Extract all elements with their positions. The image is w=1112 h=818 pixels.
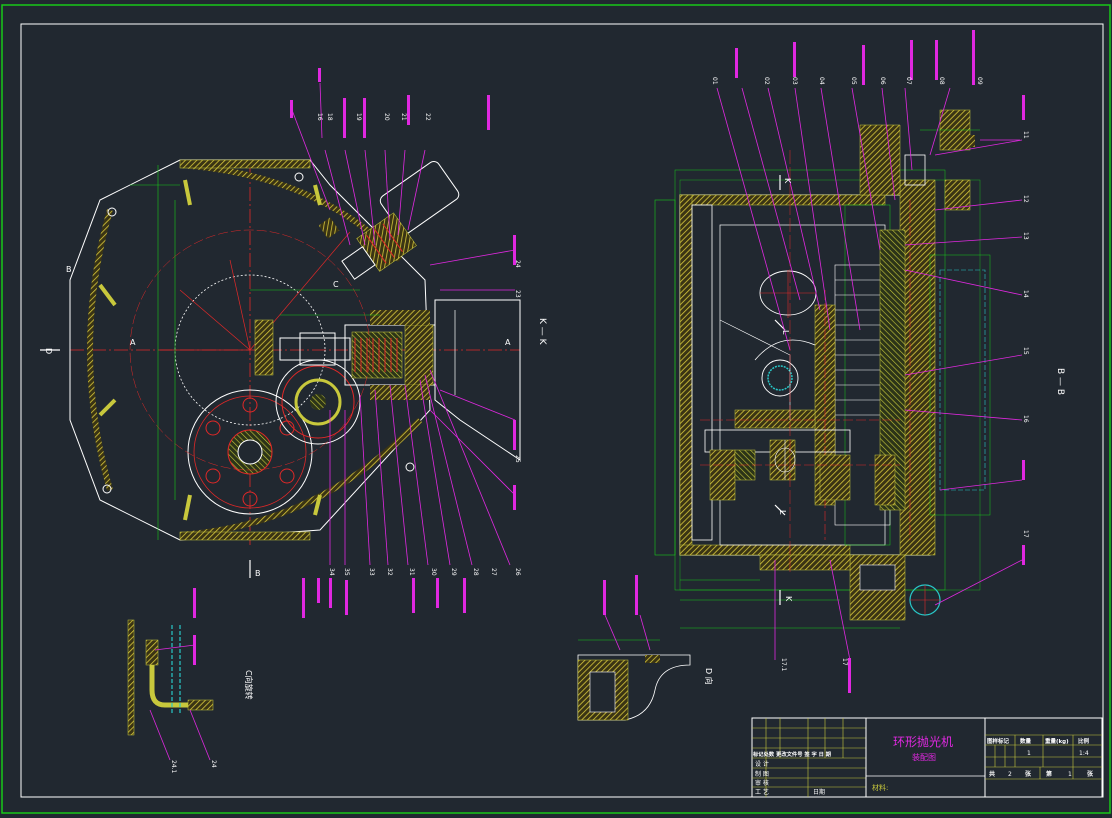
sheet-no-prefix: 第 <box>1045 770 1052 778</box>
right-callout-14: 14 <box>1022 290 1029 298</box>
bottom-callout-17-1: 17.1 <box>780 658 787 672</box>
header-stage: 图样标记 <box>987 737 1010 745</box>
left-callout-33: 33 <box>368 568 375 576</box>
outer-frame <box>1 4 1111 814</box>
title-block <box>751 717 1103 798</box>
view-label-detail-c: C向旋转 <box>244 670 254 700</box>
left-callout-32: 32 <box>386 568 393 576</box>
right-callout-01: 01 <box>711 77 718 85</box>
right-callout-07: 07 <box>905 77 912 85</box>
detail-callout-24-1: 24.1 <box>170 760 177 774</box>
sheet-unit-2: 张 <box>1087 770 1094 778</box>
left-callout-21: 21 <box>400 113 407 121</box>
date-label: 日期 <box>813 788 825 796</box>
right-callout-15: 15 <box>1022 347 1029 355</box>
right-callout-05: 05 <box>850 77 857 85</box>
right-callout-04: 04 <box>818 77 825 85</box>
right-callout-09: 09 <box>976 77 983 85</box>
section-mark-a-left: A <box>130 338 136 347</box>
section-mark-b-left: B <box>66 265 72 274</box>
header-scale: 比例 <box>1078 737 1090 745</box>
left-callout-16: 16 <box>316 113 323 121</box>
right-callout-08: 08 <box>938 77 945 85</box>
view-label-bb: B — B <box>1055 368 1065 395</box>
role-process: 工 艺 <box>755 788 769 796</box>
section-mark-k-top: K <box>783 178 792 184</box>
header-weight: 重量(kg) <box>1045 737 1069 745</box>
detail-callout-24: 24 <box>210 760 217 768</box>
section-mark-l-bottom: L <box>778 510 787 515</box>
section-mark-k-bottom: K <box>784 596 793 602</box>
right-callout-11: 11 <box>1022 131 1029 139</box>
left-callout-18: 18 <box>326 113 333 121</box>
left-callout-30: 30 <box>430 568 437 576</box>
detail-d-view <box>577 575 691 721</box>
left-callout-25: 25 <box>514 455 521 463</box>
header-qty: 数量 <box>1020 737 1032 745</box>
left-callout-23: 23 <box>514 290 521 298</box>
right-callout-16: 16 <box>1022 415 1029 423</box>
sheet-total-prefix: 共 <box>989 770 995 778</box>
left-callout-24: 24 <box>514 260 521 268</box>
left-callout-20: 20 <box>383 113 390 121</box>
right-callout-02: 02 <box>763 77 770 85</box>
left-callout-35: 35 <box>343 568 350 576</box>
view-label-detail-d: D 向 <box>704 668 714 685</box>
drawing-title: 环形抛光机 <box>893 734 953 749</box>
left-view-kk <box>40 68 521 618</box>
section-mark-b-bottom: B <box>255 569 261 578</box>
material-label: 材料: <box>872 783 888 792</box>
right-callout-12: 12 <box>1022 195 1029 203</box>
right-callout-13: 13 <box>1022 232 1029 240</box>
section-mark-l-top: L <box>781 330 790 335</box>
right-callout-17: 17 <box>1022 530 1029 538</box>
drawing-subtitle: 装配图 <box>912 752 936 762</box>
right-view-bb <box>654 30 1025 693</box>
revision-header: 标记处数 更改文件号 签 字 日 期 <box>752 750 832 758</box>
section-mark-a-right: A <box>505 338 511 347</box>
inner-frame <box>20 23 1104 798</box>
sheet-total: 2 <box>1008 771 1012 778</box>
left-callout-31: 31 <box>408 568 415 576</box>
bottom-callout-17: 17 <box>841 658 848 666</box>
sheet-unit-1: 张 <box>1025 770 1032 778</box>
role-review: 审 核 <box>755 779 769 787</box>
section-mark-d-left: D <box>44 348 53 354</box>
view-label-kk: K — K <box>537 318 547 346</box>
right-callout-03: 03 <box>791 77 798 85</box>
left-callout-28: 28 <box>472 568 479 576</box>
detail-c-view <box>127 588 214 761</box>
scale-value: 1:4 <box>1079 750 1089 757</box>
left-callout-29: 29 <box>450 568 457 576</box>
left-callout-34: 34 <box>328 568 335 576</box>
left-callout-22: 22 <box>424 113 431 121</box>
left-callout-26: 26 <box>514 568 521 576</box>
qty-value: 1 <box>1027 750 1031 757</box>
left-callout-19: 19 <box>355 113 362 121</box>
role-design: 设 计 <box>755 760 769 768</box>
sheet-no: 1 <box>1068 771 1072 778</box>
role-draw: 制 图 <box>755 770 769 778</box>
section-mark-c: C <box>333 280 339 289</box>
right-callout-06: 06 <box>879 77 886 85</box>
left-callout-27: 27 <box>490 568 497 576</box>
